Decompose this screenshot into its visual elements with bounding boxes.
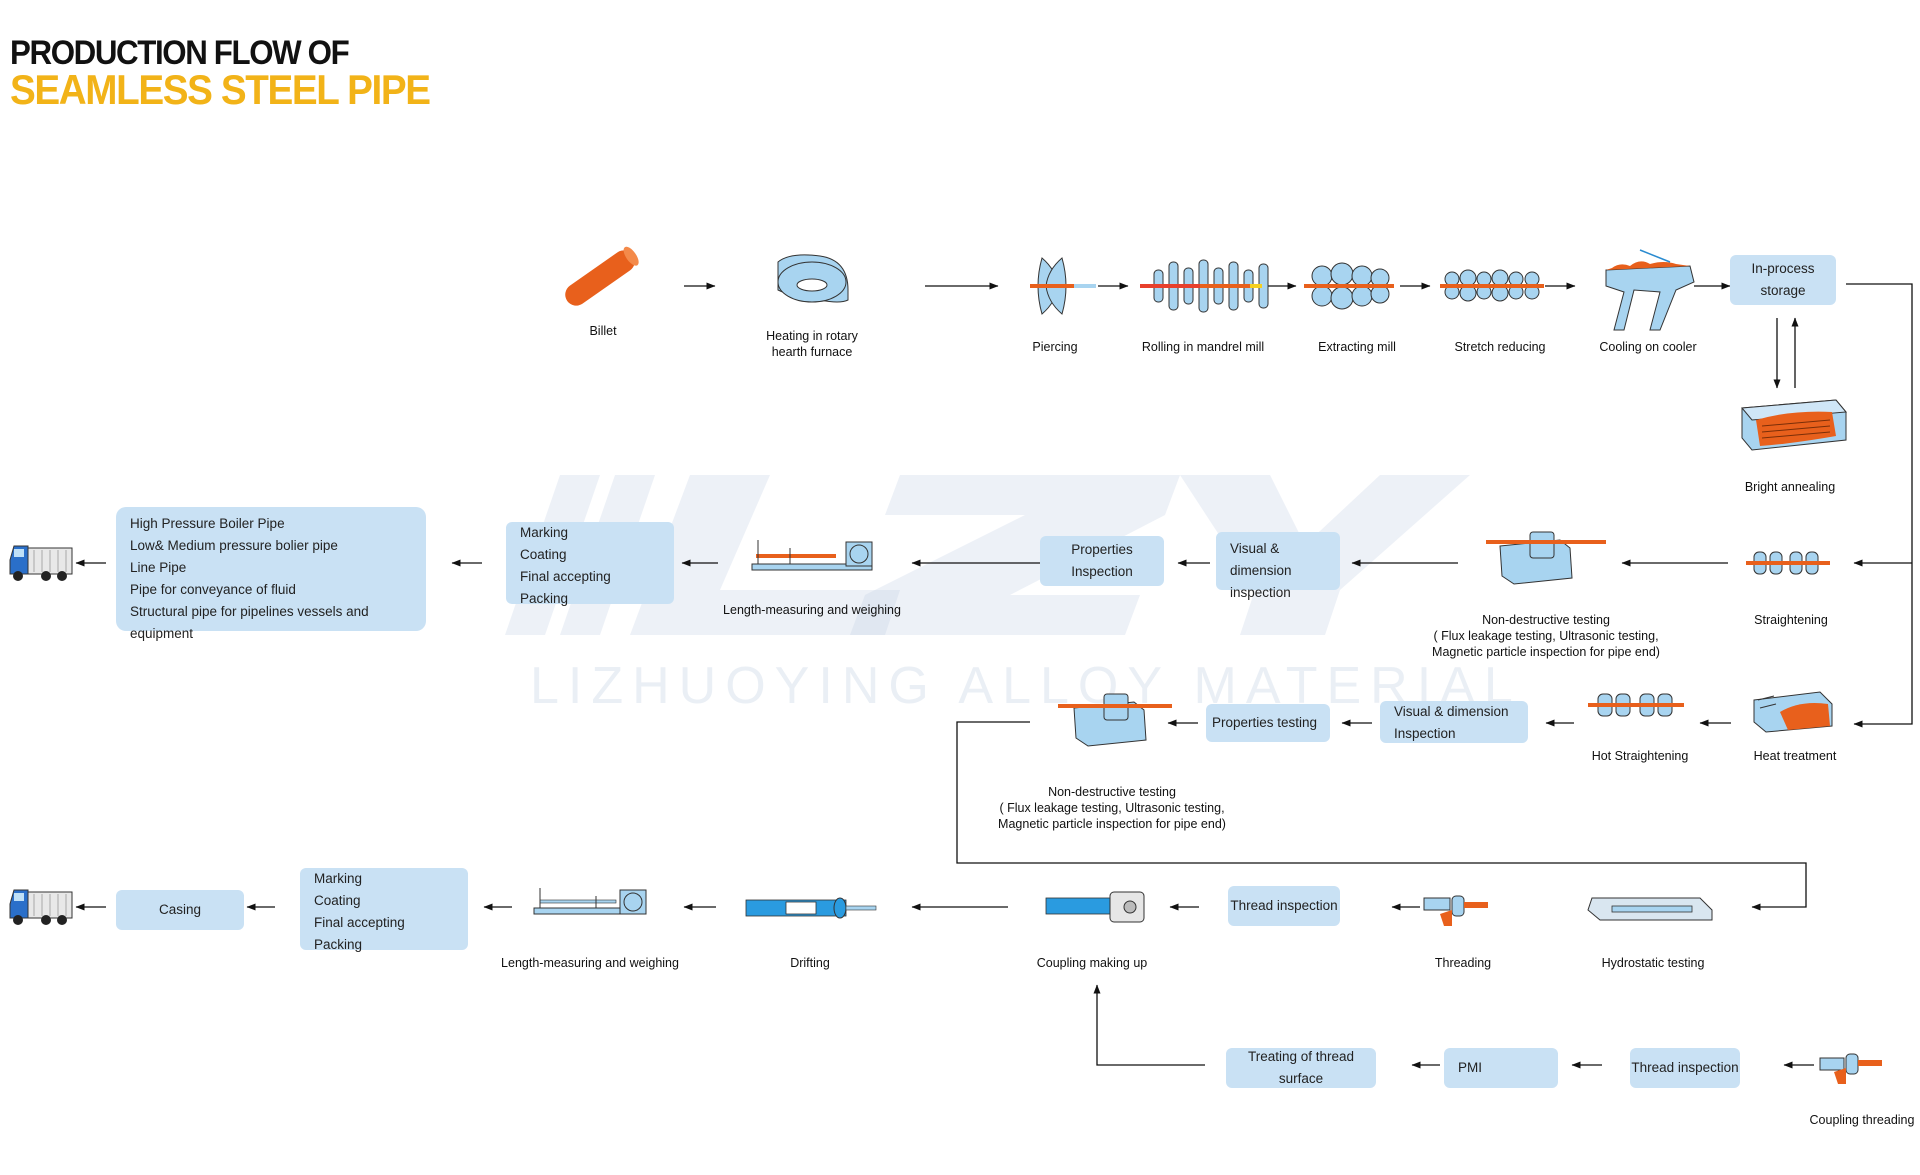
heat-treatment-icon [1753,691,1833,733]
box-properties-testing: Properties testing [1206,704,1330,742]
coupling-threading-icon [1819,1053,1882,1084]
label-heating-1: Heating in rotary [766,329,858,343]
cooler-icon [1605,249,1695,331]
box-casing: Casing [116,890,244,930]
box-pmi: PMI [1444,1048,1558,1088]
connector-bottom-loop [956,721,1807,911]
label-coupling-threading: Coupling threading [1809,1113,1915,1127]
label-rolling: Rolling in mandrel mill [1141,340,1265,354]
length-measuring-icon [751,540,873,571]
watermark-text: LIZHUOYING ALLOY MATERIAL [530,657,1522,715]
box-visual-dimension-2: Visual & dimension Inspection [1380,701,1528,743]
label-straightening: Straightening [1754,613,1828,627]
page-title-line1: PRODUCTION FLOW OF [10,34,350,72]
label-drifting: Drifting [790,956,830,970]
box-thread-inspection-2: Thread inspection [1630,1048,1740,1088]
label-heating-2: hearth furnace [771,345,853,359]
label-hot-straightening: Hot Straightening [1591,749,1689,763]
hydrostatic-tester-icon [1587,897,1713,921]
label-hydrostatic: Hydrostatic testing [1601,956,1705,970]
ndt-machine-icon [1486,531,1606,585]
label-piercing: Piercing [1032,340,1078,354]
coupling-makeup-icon [1045,891,1145,923]
connector-coupling-return [1093,984,1205,1066]
label-billet: Billet [589,324,617,338]
connector-right-loop [1846,283,1913,728]
length-measuring-2-icon [533,888,647,915]
threading-machine-icon [1423,895,1488,926]
label-length-measuring-1: Length-measuring and weighing [723,603,901,617]
label-heat-treatment: Heat treatment [1753,749,1837,763]
annealing-furnace-icon [1741,399,1847,451]
label-ndt1-3: Magnetic particle inspection for pipe en… [1432,645,1660,659]
label-ndt1-2: ( Flux leakage testing, Ultrasonic testi… [1433,629,1659,643]
page-title-line2: SEAMLESS STEEL PIPE [10,66,431,113]
box-marking-1: Marking Coating Final accepting Packing [506,522,674,606]
box-properties-inspection: Properties Inspection [1040,536,1164,586]
rotary-furnace-icon [777,254,849,303]
box-thread-inspection-1: Thread inspection [1228,886,1340,926]
truck-icon [9,889,73,925]
label-extracting: Extracting mill [1318,340,1396,354]
label-ndt2-3: Magnetic particle inspection for pipe en… [998,817,1226,831]
label-ndt2-2: ( Flux leakage testing, Ultrasonic testi… [999,801,1225,815]
label-threading: Threading [1434,956,1492,970]
box-treating-thread-surface: Treating of thread surface [1226,1048,1376,1088]
billet-icon [565,246,639,306]
piercing-icon [1030,257,1096,315]
drifting-icon [745,897,877,919]
box-in-process-storage: In-process storage [1730,255,1836,305]
truck-icon [9,545,73,581]
label-ndt1-1: Non-destructive testing [1482,613,1610,627]
box-visual-dimension-1: Visual & dimension inspection [1216,532,1340,600]
label-stretch: Stretch reducing [1454,340,1546,354]
box-marking-2: Marking Coating Final accepting Packing [300,868,468,952]
ndt-machine-2-icon [1058,693,1172,747]
label-cooling: Cooling on cooler [1599,340,1697,354]
label-bright-annealing: Bright annealing [1744,480,1836,494]
label-coupling-making-up: Coupling making up [1036,956,1148,970]
extracting-mill-icon [1311,262,1390,310]
label-length-measuring-2: Length-measuring and weighing [501,956,679,970]
box-product-types: High Pressure Boiler Pipe Low& Medium pr… [116,507,426,641]
label-ndt2-1: Non-destructive testing [1048,785,1176,799]
